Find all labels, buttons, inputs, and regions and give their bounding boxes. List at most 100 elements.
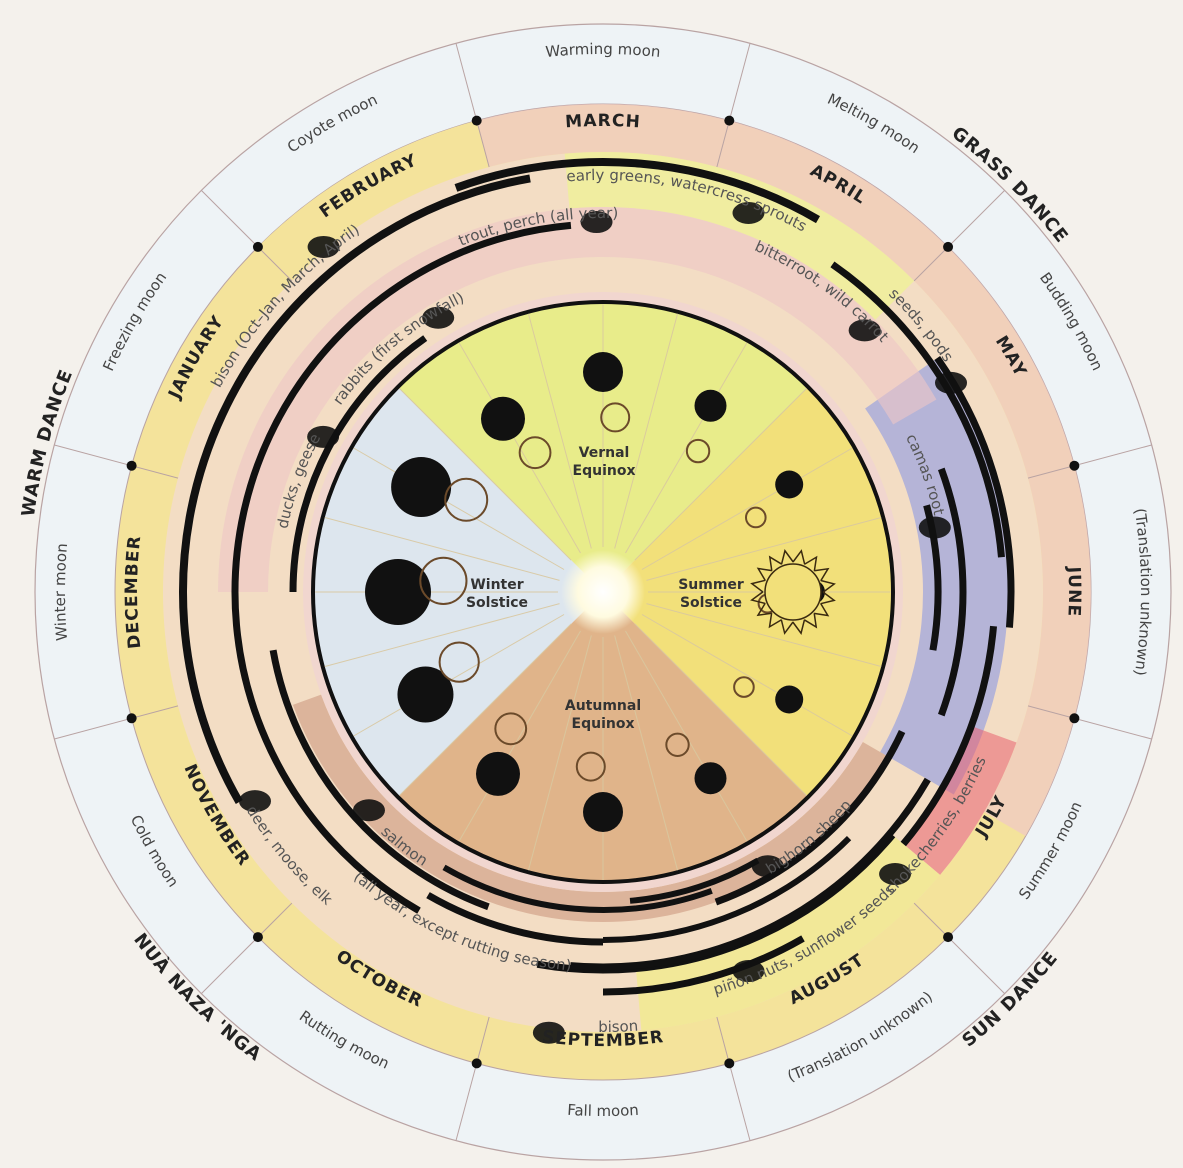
month-divider-line bbox=[1027, 705, 1152, 740]
new-moon-ring bbox=[665, 732, 690, 757]
vernal-label-1: Vernal bbox=[579, 445, 630, 461]
dark-moon-disc bbox=[694, 762, 727, 795]
month-divider-line bbox=[1027, 444, 1152, 479]
berries-icon bbox=[879, 863, 912, 886]
dark-moon-disc bbox=[583, 352, 623, 392]
new-moon-ring bbox=[518, 436, 552, 470]
rabbit-icon bbox=[422, 306, 455, 329]
moon-label-text: Warming moon bbox=[545, 40, 662, 61]
ray-line bbox=[634, 387, 808, 561]
dark-moon-disc bbox=[391, 457, 452, 517]
salmon-band bbox=[292, 694, 889, 922]
new-moon-ring bbox=[685, 438, 711, 464]
month-boundary-dot bbox=[724, 1058, 735, 1069]
ray-line bbox=[634, 623, 808, 797]
fish-band bbox=[218, 207, 937, 593]
month-divider-line bbox=[201, 190, 293, 282]
resource-season-arc bbox=[602, 935, 805, 996]
new-moon-ring bbox=[494, 712, 528, 746]
new-moon-ring bbox=[419, 556, 468, 605]
month-label-text: DECEMBER bbox=[122, 534, 144, 649]
ray-line bbox=[625, 342, 748, 554]
moon-label: Warming moon bbox=[545, 40, 662, 61]
bison-icon bbox=[532, 1021, 565, 1044]
month-boundary-dot bbox=[471, 1058, 482, 1069]
month-label-text: JUNE bbox=[1063, 565, 1083, 617]
resource-season-arc bbox=[426, 892, 604, 946]
month-boundary-dot bbox=[252, 241, 263, 252]
resource-label: bison bbox=[598, 1017, 639, 1036]
ray-line bbox=[324, 603, 560, 668]
new-moon-ring bbox=[600, 402, 631, 433]
ray-line bbox=[625, 630, 748, 842]
goose-icon bbox=[307, 425, 340, 448]
winter-label-1: Winter bbox=[470, 577, 523, 593]
resource-icons bbox=[238, 201, 968, 1044]
month-boundary-dot bbox=[943, 241, 954, 252]
resource-season-arc bbox=[231, 221, 572, 914]
dark-moon-disc bbox=[583, 792, 623, 832]
autumnal-label-2: Equinox bbox=[572, 716, 635, 732]
new-moon-ring bbox=[744, 506, 767, 529]
nuts-icon bbox=[732, 960, 765, 983]
month-divider-line bbox=[201, 902, 293, 994]
month-label-text: MARCH bbox=[565, 111, 641, 132]
month-boundary-dot bbox=[1069, 713, 1080, 724]
ray-line bbox=[398, 623, 572, 797]
month-boundary-dot bbox=[1069, 460, 1080, 471]
moon-label-text: Fall moon bbox=[567, 1101, 640, 1120]
dark-moon-disc bbox=[365, 559, 431, 625]
inner-black-ring bbox=[311, 300, 895, 884]
month-label: DECEMBER bbox=[122, 534, 145, 649]
month-boundary-dot bbox=[252, 932, 263, 943]
resource-season-arc bbox=[570, 777, 931, 971]
greens-band bbox=[564, 152, 915, 320]
resource-season-arc bbox=[179, 174, 531, 804]
deer-icon bbox=[238, 790, 271, 813]
seed-pods-icon bbox=[935, 371, 968, 394]
month-boundary-dot bbox=[471, 115, 482, 126]
moon-label: Winter moon bbox=[51, 543, 71, 642]
fish-icon bbox=[580, 211, 613, 234]
divider-lines bbox=[54, 43, 1152, 1141]
center-sun-glow bbox=[561, 550, 645, 634]
salmon-icon bbox=[352, 799, 385, 822]
summer-label-1: Summer bbox=[678, 577, 744, 593]
moon-label-text: Winter moon bbox=[51, 543, 71, 642]
root-icon bbox=[848, 319, 881, 342]
resource-season-arc bbox=[269, 649, 490, 911]
month-label: MARCH bbox=[565, 111, 642, 132]
moon-label: Fall moon bbox=[567, 1101, 640, 1120]
new-moon-ring bbox=[438, 641, 480, 683]
center-labels: Vernal Equinox Summer Solstice Autumnal … bbox=[466, 445, 744, 732]
month-divider-line bbox=[455, 1016, 490, 1141]
nuts-band bbox=[636, 836, 941, 1031]
summer-label-2: Solstice bbox=[680, 595, 742, 611]
month-divider-line bbox=[455, 43, 490, 168]
resource-season-arc bbox=[454, 158, 820, 224]
ray-line bbox=[353, 447, 565, 570]
new-moon-ring bbox=[444, 477, 489, 522]
berry-band bbox=[901, 725, 1017, 875]
ray-line bbox=[398, 387, 572, 561]
resource-season-arc bbox=[900, 625, 997, 847]
ray-line bbox=[458, 630, 581, 842]
resource-arcs bbox=[179, 158, 1015, 996]
month-divider-line bbox=[54, 444, 179, 479]
resource-label-text: bison bbox=[598, 1017, 639, 1036]
dark-moon-disc bbox=[775, 470, 804, 499]
ray-line bbox=[641, 447, 853, 570]
ray-line bbox=[353, 614, 565, 737]
sun-icon bbox=[750, 549, 836, 635]
ray-line bbox=[527, 313, 592, 549]
bighorn-sheep-icon bbox=[751, 855, 784, 878]
ray-line bbox=[324, 516, 560, 581]
month-boundary-dot bbox=[943, 932, 954, 943]
vernal-label-2: Equinox bbox=[573, 463, 636, 479]
month-divider-line bbox=[913, 902, 1005, 994]
month-divider-line bbox=[716, 43, 751, 168]
ray-line bbox=[646, 603, 882, 668]
month-divider-line bbox=[54, 705, 179, 740]
ray-line bbox=[614, 635, 679, 871]
